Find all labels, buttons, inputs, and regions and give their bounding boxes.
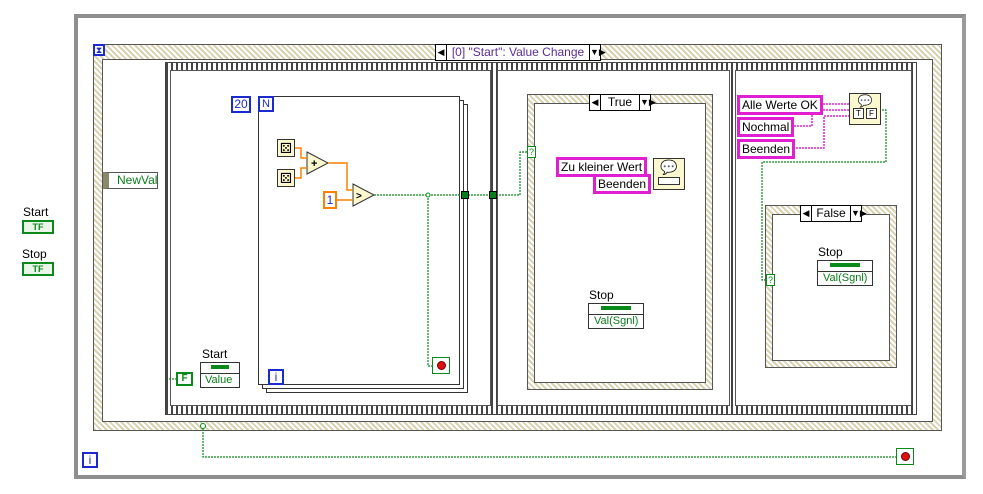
loop-count-terminal: N: [258, 96, 274, 112]
hourglass-icon: ⧗: [93, 44, 105, 56]
newval-node[interactable]: NewVal: [103, 172, 158, 189]
dialog-t: T: [853, 108, 864, 119]
stop-local-label: Stop: [818, 245, 843, 259]
false-constant[interactable]: F: [176, 372, 193, 386]
loop-count-constant[interactable]: 20: [231, 96, 251, 113]
start-local-variable[interactable]: Value: [200, 362, 240, 388]
stop-control-terminal[interactable]: TF: [22, 262, 54, 276]
while-stop-terminal[interactable]: [896, 448, 914, 465]
case-selector-true[interactable]: ◀True▼▶: [589, 94, 656, 111]
start-local-label: Start: [202, 347, 228, 361]
random-dice-icon: ⚄: [277, 139, 295, 157]
button-constant[interactable]: Beenden: [593, 174, 652, 194]
stop-label: Stop: [22, 247, 47, 261]
while-loop[interactable]: [74, 14, 966, 479]
case-structure-true[interactable]: [527, 94, 713, 390]
start-control-terminal[interactable]: TF: [22, 220, 54, 234]
start-label: Start: [23, 205, 49, 219]
stop-local-value: Val(Sgnl): [594, 315, 639, 327]
message-constant[interactable]: Alle Werte OK: [737, 95, 823, 115]
for-stop-terminal[interactable]: [432, 357, 450, 374]
case-selector-false[interactable]: ◀False▼▶: [800, 205, 867, 222]
selector-tunnel: ?: [527, 146, 536, 158]
case-selector-label: False: [811, 206, 851, 221]
while-iteration-terminal: i: [82, 452, 98, 468]
event-selector-label: [0] "Start": Value Change: [446, 45, 590, 60]
random-dice-icon: ⚄: [277, 169, 295, 187]
for-iteration-terminal: i: [268, 369, 284, 385]
stop-local-label: Stop: [589, 288, 614, 302]
sequence-tunnel: [489, 191, 497, 199]
stop-local-value: Val(Sgnl): [823, 272, 868, 284]
selector-tunnel: ?: [766, 274, 775, 286]
case-selector-label: True: [600, 95, 640, 110]
dialog-f: F: [866, 108, 877, 119]
shift-tunnel: [461, 191, 469, 199]
stop-local-variable[interactable]: Val(Sgnl): [817, 260, 873, 286]
button2-constant[interactable]: Beenden: [737, 139, 796, 159]
start-local-value: Value: [205, 374, 233, 386]
button1-constant[interactable]: Nochmal: [737, 117, 795, 137]
increment-constant[interactable]: 1: [323, 191, 337, 209]
case-structure-false[interactable]: [765, 205, 897, 368]
stop-local-variable[interactable]: Val(Sgnl): [588, 303, 644, 329]
one-button-dialog-icon: 💬: [653, 158, 685, 190]
event-selector[interactable]: ◀[0] "Start": Value Change▼▶: [435, 44, 606, 61]
